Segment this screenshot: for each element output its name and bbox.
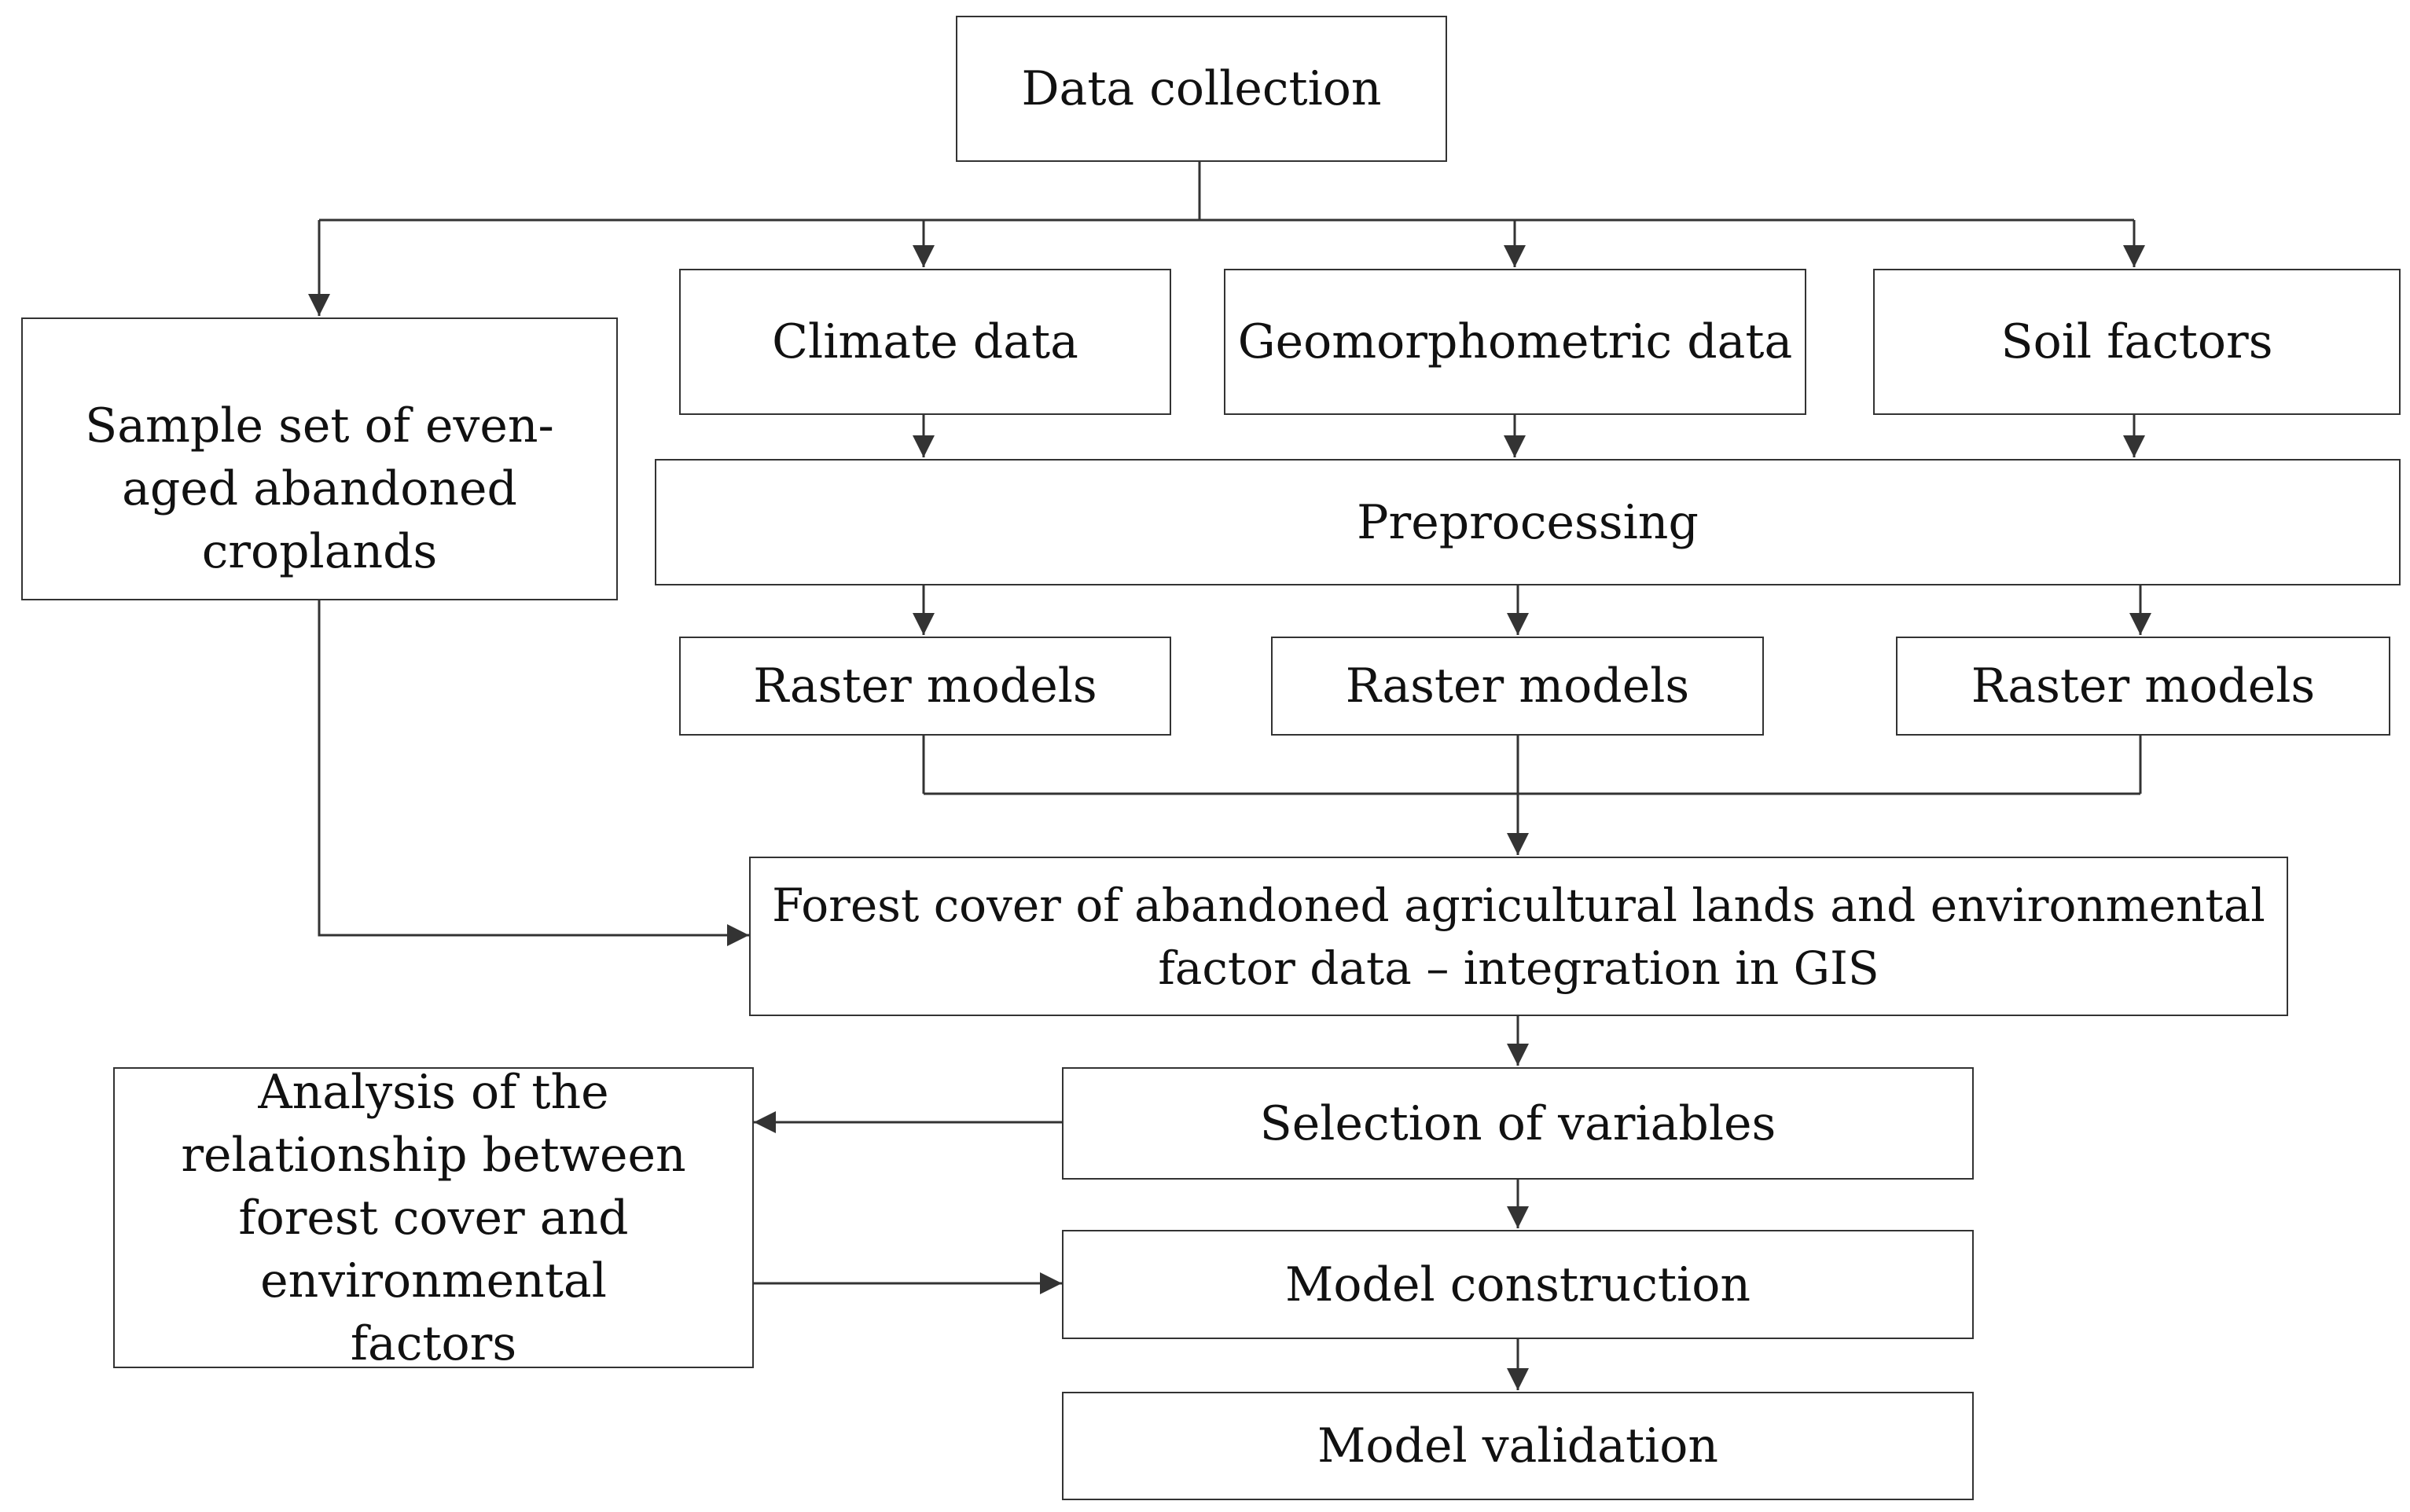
arrow-sample-set-to-integration [318,600,749,946]
data-collection-label: Data collection [1021,61,1382,116]
climate-data-box: Climate data [679,269,1171,415]
climate-data-label: Climate data [772,314,1078,369]
soil-factors-box: Soil factors [1873,269,2401,415]
raster-models-label-2: Raster models [1345,659,1690,714]
preprocessing-box: Preprocessing [655,459,2401,585]
sample-set-label: Sample set of even-aged abandoned cropla… [85,398,554,579]
selection-of-variables-label: Selection of variables [1259,1095,1776,1151]
model-construction-box: Model construction [1062,1230,1974,1339]
model-construction-label: Model construction [1284,1257,1751,1312]
geomorphometric-data-box: Geomorphometric data [1224,269,1806,415]
raster-models-label-3: Raster models [1971,659,2316,714]
preprocessing-label: Preprocessing [1357,494,1699,550]
integration-box: Forest cover of abandoned agricultural l… [749,857,2288,1016]
data-collection-box: Data collection [956,16,1447,162]
raster-models-box-3: Raster models [1896,637,2390,736]
analysis-box: Analysis of the relationship between for… [113,1065,754,1371]
raster-models-box-1: Raster models [679,637,1171,736]
raster-models-box-2: Raster models [1271,637,1764,736]
raster-models-label-1: Raster models [753,659,1097,714]
sample-set-box: Sample set of even-aged abandoned cropla… [21,317,618,600]
soil-factors-label: Soil factors [2000,314,2273,369]
geomorphometric-data-label: Geomorphometric data [1237,314,1793,369]
selection-of-variables-box: Selection of variables [1062,1067,1974,1180]
model-validation-box: Model validation [1062,1392,1974,1500]
model-validation-label: Model validation [1317,1418,1719,1473]
analysis-label: Analysis of the relationship between for… [181,1064,686,1371]
integration-label: Forest cover of abandoned agricultural l… [772,878,2265,995]
